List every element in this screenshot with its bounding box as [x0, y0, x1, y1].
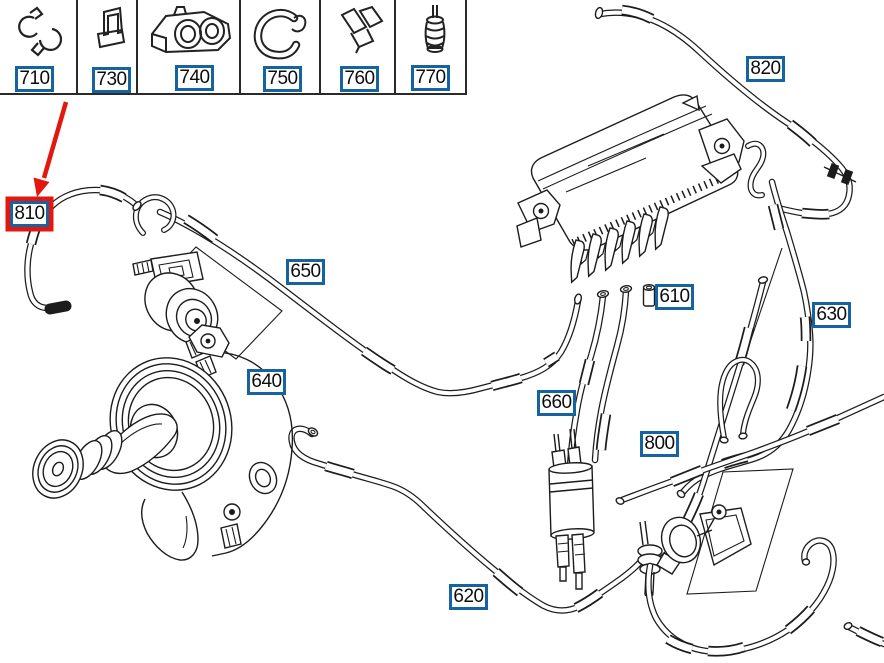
table-divider	[136, 0, 138, 93]
reference-panel-firewall	[686, 468, 794, 595]
hose-650	[133, 194, 583, 397]
callout-610[interactable]: 610	[655, 284, 694, 310]
grommet-valve-icon	[424, 5, 446, 53]
air-cleaner-housing	[516, 94, 745, 284]
callout-640[interactable]: 640	[247, 369, 286, 395]
table-divider	[76, 0, 78, 93]
callout-800[interactable]: 800	[640, 431, 679, 457]
callout-650[interactable]: 650	[286, 259, 325, 285]
manifold-vacuum-stubs	[566, 284, 656, 470]
mount-bracket-left	[516, 189, 561, 248]
part-label-710[interactable]: 710	[15, 66, 54, 92]
hose-620	[288, 425, 646, 614]
line-holder-block-icon	[151, 6, 232, 54]
mount-bracket-right	[681, 94, 745, 184]
hose-bottom-loop	[645, 537, 884, 657]
c-clip-icon	[253, 8, 307, 60]
purge-valve	[548, 428, 595, 590]
intake-duct	[32, 413, 178, 499]
boost-actuator	[656, 504, 752, 575]
hose-clamp-pair-icon	[18, 6, 63, 57]
hose-elbow-hook	[717, 356, 761, 444]
hose-800	[615, 393, 884, 505]
part-label-750[interactable]: 750	[263, 66, 302, 92]
highlight-arrow	[33, 101, 69, 197]
hose-820	[594, 4, 857, 220]
parts-table: 710 730 740 750 760 770	[0, 0, 467, 95]
retaining-clip-icon	[340, 5, 384, 54]
table-divider	[319, 0, 321, 93]
part-label-740[interactable]: 740	[175, 65, 214, 91]
callout-630[interactable]: 630	[812, 302, 851, 328]
bracket-clip-icon	[96, 6, 126, 49]
table-divider	[394, 0, 396, 93]
connector-sleeve-610	[642, 284, 656, 307]
part-label-760[interactable]: 760	[340, 66, 379, 92]
hose-clamp	[823, 163, 857, 185]
callout-660[interactable]: 660	[537, 390, 576, 416]
auxiliary-pump	[132, 251, 219, 379]
callout-820[interactable]: 820	[746, 56, 785, 82]
part-label-730[interactable]: 730	[92, 67, 131, 93]
table-divider	[239, 0, 241, 93]
callout-810-highlighted[interactable]: 810	[10, 201, 49, 227]
part-label-770[interactable]: 770	[411, 65, 450, 91]
callout-620[interactable]: 620	[449, 584, 488, 610]
